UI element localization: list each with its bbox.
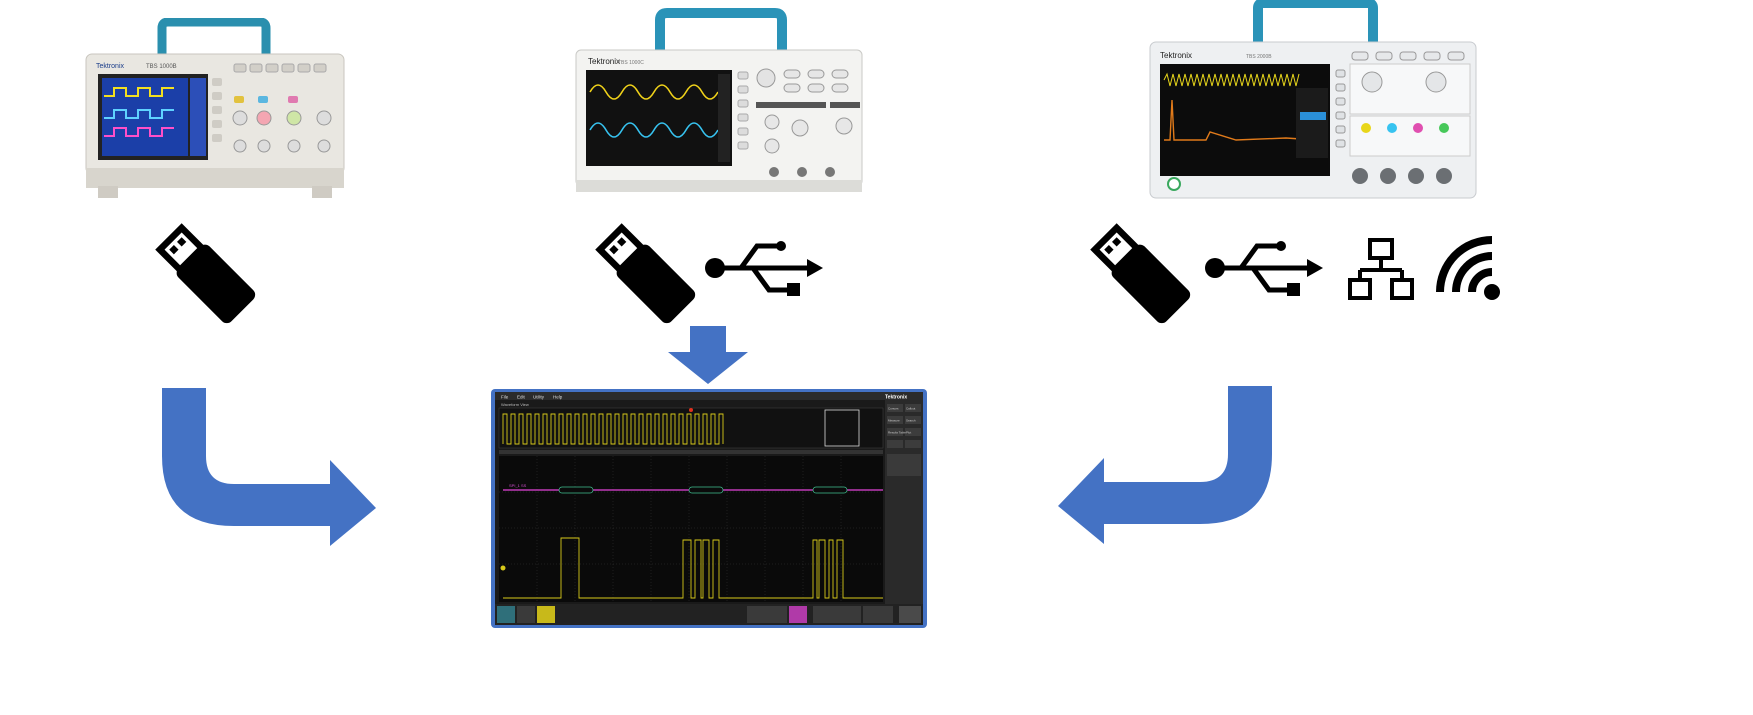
usb-symbol-icon [1205, 238, 1325, 298]
window-title: Waveform View [501, 402, 529, 407]
usb-flash-drive-icon [1085, 218, 1195, 328]
scope-middle-model: TBS 1000C [618, 60, 644, 66]
panel-search: Search [906, 419, 916, 423]
usb-symbol-icon [705, 238, 825, 298]
lan-network-icon [1348, 238, 1414, 300]
panel-results: Results Table [888, 431, 906, 435]
menu-help: Help [553, 395, 563, 400]
scope-middle-brand: Tektronix [588, 57, 620, 66]
panel-callout: Callout [906, 407, 916, 411]
panel-plot: Plot [906, 431, 911, 435]
bus-label: SPI_1 SS [509, 483, 527, 488]
menu-file: File [501, 395, 509, 400]
usb-flash-drive-icon [590, 218, 700, 328]
scope-left-model: TBS 1000B [146, 64, 177, 70]
panel-measure: Measure [888, 419, 900, 423]
menu-edit: Edit [517, 395, 526, 400]
wifi-icon [1436, 236, 1500, 300]
tek-logo: Tektronix [885, 395, 907, 401]
software-screenshot: File Edit Utility Help Tektronix Wavefor… [491, 389, 927, 628]
oscilloscope-left: Tektronix TBS 1000B [85, 18, 345, 198]
oscilloscope-middle: Tektronix TBS 1000C [575, 8, 863, 192]
menu-utility: Utility [533, 395, 545, 400]
scope-right-brand: Tektronix [1160, 51, 1192, 60]
tekscope-window: File Edit Utility Help Tektronix Wavefor… [495, 392, 923, 625]
scope-left-brand: Tektronix [96, 63, 125, 70]
right-curved-arrow [1058, 386, 1272, 544]
panel-cursors: Cursors [888, 407, 899, 411]
oscilloscope-right: Tektronix TBS 2000B [1149, 0, 1477, 199]
left-curved-arrow [162, 388, 376, 546]
scope-right-model: TBS 2000B [1246, 54, 1272, 60]
down-arrow [668, 326, 748, 384]
usb-flash-drive-icon [150, 218, 260, 328]
